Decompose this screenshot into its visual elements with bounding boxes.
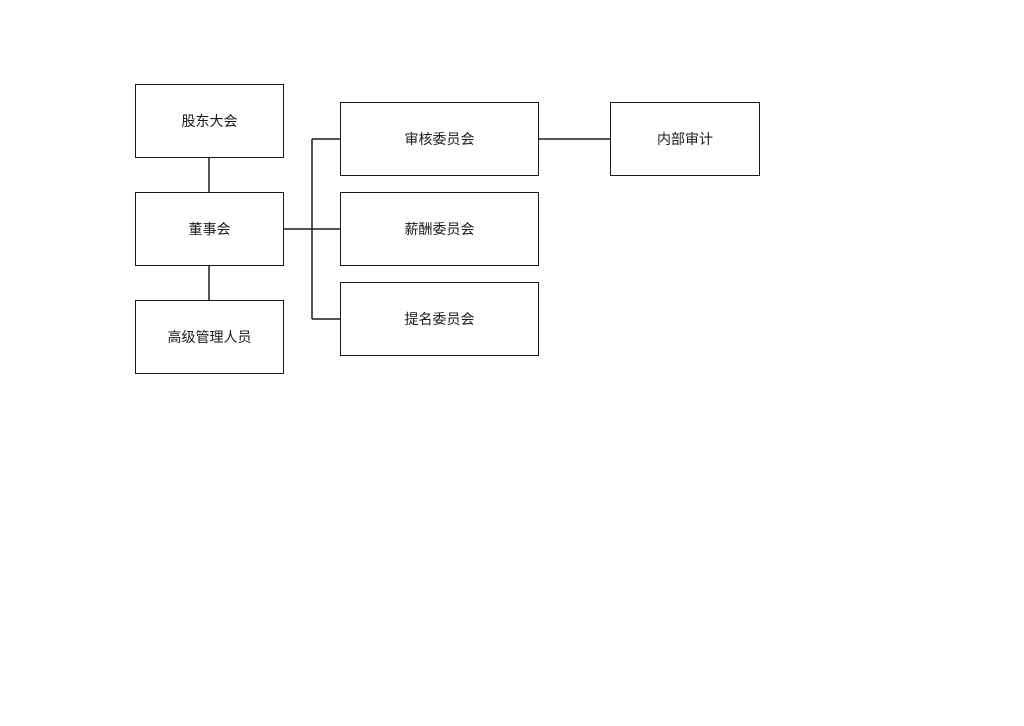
node-label: 董事会 xyxy=(188,222,231,238)
node-internal-audit: 内部审计 xyxy=(610,102,760,176)
node-label: 审核委员会 xyxy=(404,132,475,148)
node-board-of-directors: 董事会 xyxy=(135,192,284,266)
node-compensation-committee: 薪酬委员会 xyxy=(340,192,539,266)
node-label: 内部审计 xyxy=(657,132,713,148)
node-senior-management: 高级管理人员 xyxy=(135,300,284,374)
node-nomination-committee: 提名委员会 xyxy=(340,282,539,356)
node-label: 提名委员会 xyxy=(404,312,475,328)
node-shareholders-meeting: 股东大会 xyxy=(135,84,284,158)
node-label: 薪酬委员会 xyxy=(404,222,475,238)
node-label: 高级管理人员 xyxy=(167,330,252,346)
node-label: 股东大会 xyxy=(181,114,238,130)
node-audit-committee: 审核委员会 xyxy=(340,102,539,176)
